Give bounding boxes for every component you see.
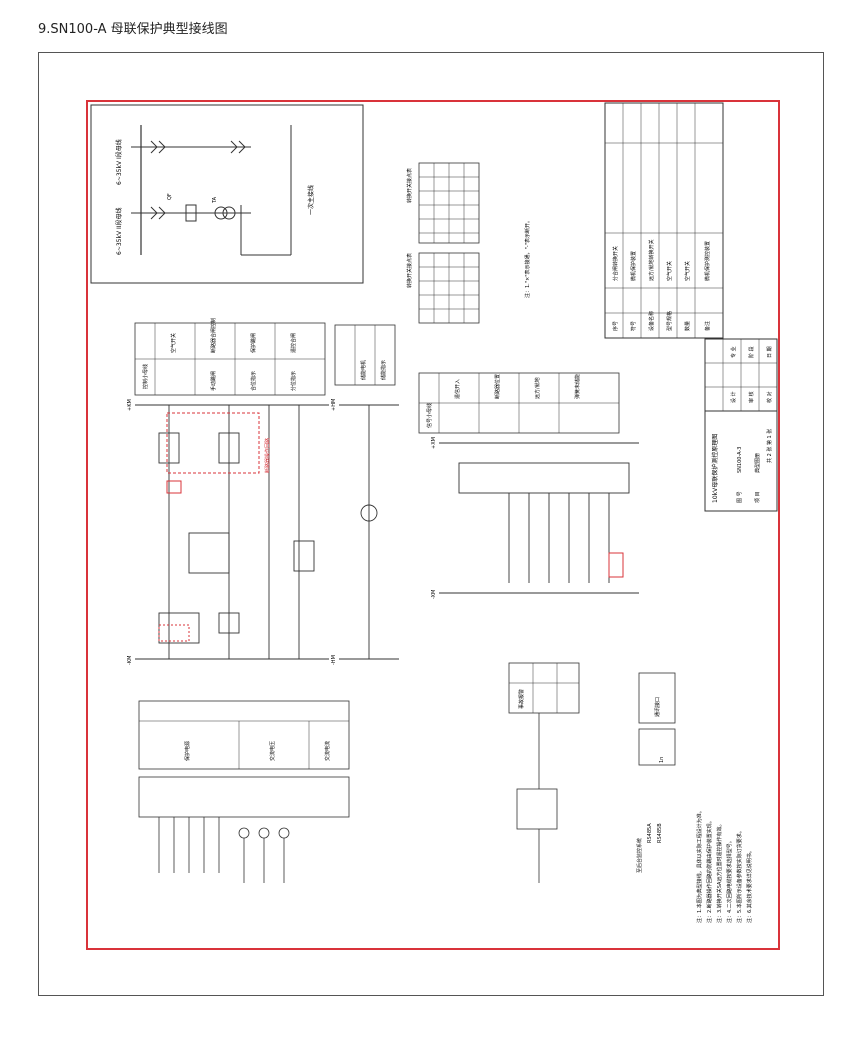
- primary-note: 一次主接线: [307, 185, 315, 215]
- lbl-voltage: 交流电压: [269, 741, 276, 761]
- operation-dashed-box-label: 断路器操作回路: [264, 438, 271, 473]
- term-plus-hm: +HM: [331, 399, 337, 411]
- equip-header-1: 符号: [630, 321, 637, 331]
- lbl-rs485b: RS485B: [657, 823, 663, 843]
- title-block-col-0: 专 业: [730, 346, 737, 358]
- title-main: 10kV母联保护测控原理图: [711, 434, 719, 503]
- switch-table-1: 转换开关接点表: [406, 162, 480, 244]
- equip-row-0: 分合闸转换开关: [612, 246, 619, 281]
- operation-dashed-box: [166, 412, 260, 474]
- lbl-alarm: 事故报警: [518, 689, 525, 709]
- equip-row-2: 远方/就地转换开关: [648, 239, 655, 281]
- switch-table-2-title: 转换开关接点表: [406, 253, 413, 288]
- title-block-col-2: 日 期: [767, 346, 773, 358]
- term-minus-xm: -XM: [431, 590, 437, 599]
- lbl-trip-pos: 分位指示: [290, 371, 297, 391]
- notes: 注：1.本图为典型接线，具体以实际工程设计为准。 注：2.断路器操作回路的防跳由…: [696, 808, 753, 923]
- title-drawing-type: 典型图册: [754, 453, 761, 473]
- lbl-comm: 通讯接口: [654, 697, 661, 717]
- red-highlight-3: [608, 552, 624, 578]
- term-plus-km: +KM: [127, 399, 133, 411]
- equipment-table: 序号 符号 设备名称 型号规格 数量 备注 分合闸转换开关 微机保护装置 远方/…: [604, 102, 724, 339]
- title-block: 设 计 审 核 校 对 专 业 阶 段 日 期 10kV母联保护测控原理图 图 …: [704, 338, 778, 512]
- title-drawing-no: SN100-A-3: [737, 447, 743, 473]
- equip-header-5: 备注: [704, 321, 711, 331]
- lbl-position: 断路器位置: [494, 374, 501, 399]
- page-title: 9.SN100-A 母联保护典型接线图: [38, 22, 228, 37]
- note-5: 注：6.其余技术要求详见说明书。: [746, 848, 753, 923]
- alarm-box: 事故报警: [508, 662, 580, 714]
- note-0: 注：1.本图为典型接线，具体以实际工程设计为准。: [696, 808, 703, 923]
- equip-header-0: 序号: [612, 321, 619, 331]
- note-3: 注：4.二次回路电缆按要求选择型号。: [726, 838, 733, 923]
- lbl-air-switch: 空气开关: [170, 333, 177, 353]
- title-project: 项 目: [755, 491, 761, 503]
- lbl-close-pos: 合位指示: [250, 371, 257, 391]
- equip-header-4: 数量: [684, 321, 691, 331]
- title-fig-no: 图 号: [737, 491, 743, 503]
- primary-diagram: 6~35kV I段母线 6~35kV II段母线 QF TA 一次主接线: [90, 104, 364, 284]
- equip-row-5: 微机保护测控装置: [704, 241, 711, 281]
- drawing-frame: 6~35kV I段母线 6~35kV II段母线 QF TA 一次主接线 转换开…: [38, 52, 824, 996]
- wiring-diagram: 6~35kV I段母线 6~35kV II段母线 QF TA 一次主接线 转换开…: [86, 100, 780, 950]
- lbl-local-remote: 远方/就地: [534, 377, 541, 399]
- note-4: 注：5.本图所示设备参数按实际订货要求。: [736, 828, 743, 923]
- lbl-close-ctrl: 断路器合闸控制: [210, 318, 217, 353]
- comm-box: [638, 672, 676, 724]
- lbl-remote-close: 遥控合闸: [290, 333, 297, 353]
- storage-labels: 储能电机 储能指示: [334, 324, 396, 386]
- term-plus-xm: +XM: [431, 437, 437, 449]
- title-sheet: 共 2 张 第 1 张: [766, 429, 773, 463]
- control-circuit-labels: 控制小母线 空气开关 断路器合闸控制 保护跳闸 遥控合闸 手动跳闸 合位指示 分…: [134, 318, 326, 396]
- comm-port: [638, 728, 676, 766]
- red-border: [86, 100, 780, 950]
- signal-labels: 信号小母线 遥信开入 断路器位置 远方/就地 弹簧未储能: [418, 372, 620, 434]
- lbl-comm-n1: 1n: [659, 757, 665, 763]
- title-block-row-1: 审 核: [748, 391, 755, 403]
- terminal-strip: [138, 776, 350, 818]
- bottom-labels: 保护电源 交流电压 交流电流: [138, 700, 350, 770]
- lbl-spring: 弹簧未储能: [574, 374, 581, 399]
- ta-label: TA: [212, 196, 218, 204]
- lbl-remote-signal: 遥信开入: [454, 379, 461, 399]
- lbl-rs485a: RS485A: [647, 823, 653, 843]
- title-block-row-2: 校 对: [766, 391, 773, 403]
- term-minus-hm: -HM: [331, 655, 337, 665]
- equip-header-2: 设备名称: [648, 311, 655, 331]
- control-wiring: [135, 404, 639, 660]
- lbl-storage: 储能电机: [360, 360, 367, 380]
- note-1: 注：2.断路器操作回路的防跳由保护装置实现。: [706, 818, 713, 923]
- qf-label: QF: [167, 193, 173, 200]
- red-highlight-2: [158, 624, 190, 642]
- lbl-manual-trip: 手动跳闸: [210, 371, 217, 391]
- lbl-storage-ind: 储能指示: [380, 360, 387, 380]
- switch-table-1-title: 转换开关接点表: [406, 168, 413, 203]
- lbl-protection: 保护电源: [184, 741, 191, 761]
- lbl-ctrl-bus: 控制小母线: [142, 364, 149, 389]
- note-2: 注：3.转换开关SA远方位置时遥控操作有效。: [716, 822, 723, 923]
- bus2-label: 6~35kV II段母线: [115, 207, 123, 255]
- equip-row-4: 空气开关: [684, 261, 691, 281]
- lbl-current: 交流电流: [324, 741, 331, 761]
- lbl-to-station: 至后台监控系统: [636, 838, 643, 873]
- equip-row-1: 微机保护装置: [630, 251, 637, 281]
- switch-table-2: 转换开关接点表: [406, 252, 480, 324]
- red-highlight-1: [166, 480, 182, 494]
- lbl-signal-bus: 信号小母线: [426, 403, 433, 428]
- lbl-protect-trip: 保护跳闸: [250, 333, 257, 353]
- switch-table-note: 注：1."×"表示接通，"-"表示断开。: [524, 218, 531, 298]
- title-block-row-0: 设 计: [730, 391, 737, 403]
- equip-header-3: 型号规格: [666, 311, 673, 331]
- term-minus-km: -KM: [127, 656, 133, 665]
- ct-wiring: [158, 817, 290, 883]
- alarm-relay: [516, 788, 558, 830]
- bus-label: 6~35kV I段母线: [115, 139, 123, 185]
- equip-row-3: 空气开关: [666, 261, 673, 281]
- title-block-col-1: 阶 段: [748, 346, 755, 358]
